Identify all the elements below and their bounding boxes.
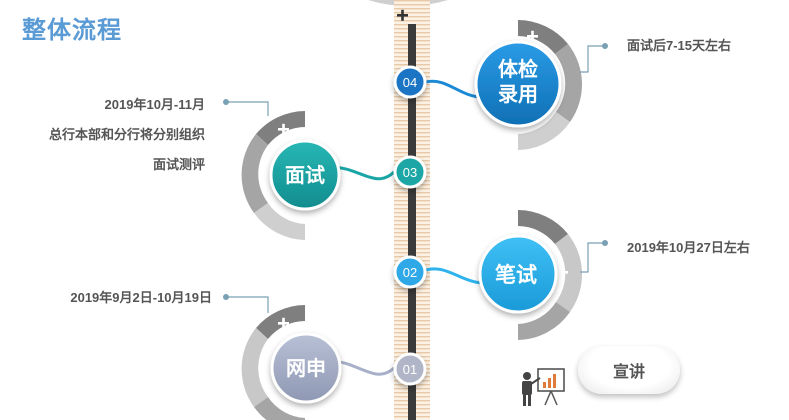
- note-line: 面试后7-15天左右: [627, 38, 732, 53]
- stage-04: 体检 录用 04: [393, 20, 608, 150]
- stage-circle-02: [478, 234, 558, 314]
- arc-segment-04-c: [518, 112, 570, 150]
- stage-02-note: 2019年10月27日左右: [627, 233, 750, 263]
- timeline-node-04[interactable]: [393, 65, 427, 99]
- arc-segment-01-c: [254, 397, 305, 420]
- timeline-node-03[interactable]: [393, 155, 427, 189]
- stage-circle-03: [269, 139, 341, 211]
- stage-label-04-line1: 体检: [498, 57, 538, 81]
- stage-01: 网申 01: [223, 294, 427, 420]
- plus-icon: [527, 30, 538, 42]
- timeline-node-label-03: 03: [403, 165, 417, 180]
- timeline-top-plus-icon: [397, 9, 408, 21]
- callout-dot-01: [223, 294, 229, 300]
- timeline-node-01[interactable]: [393, 352, 427, 386]
- stage-label-01: 网申: [286, 356, 326, 380]
- callout-line-01: [228, 296, 269, 313]
- stage-04-note: 面试后7-15天左右: [627, 31, 731, 61]
- stage-label-02: 笔试: [495, 263, 537, 287]
- timeline-node-label-02: 02: [403, 265, 417, 280]
- note-line: 2019年10月-11月: [104, 97, 205, 112]
- plus-icon: [278, 317, 289, 329]
- callout-line-03: [228, 101, 269, 116]
- callout-dot-03: [223, 99, 229, 105]
- stage-03-note: 2019年10月-11月 总行本部和分行将分别组织 面试测评: [10, 90, 205, 180]
- stage-03: 面试 03: [223, 99, 427, 240]
- presenter-icon: [522, 368, 565, 406]
- callout-bubble[interactable]: 宣讲: [578, 346, 680, 394]
- note-line: 2019年9月2日-10月19日: [70, 290, 212, 305]
- arc-segment-02-a: [518, 210, 568, 244]
- timeline-node-02[interactable]: [393, 255, 427, 289]
- stage-01-note: 2019年9月2日-10月19日: [10, 283, 212, 313]
- plus-icon: [557, 266, 568, 278]
- arc-segment-04-a: [518, 20, 568, 54]
- stage-label-04-line2: 录用: [498, 84, 538, 106]
- arc-segment-02-c: [518, 302, 570, 340]
- arc-segment-03-b: [241, 134, 268, 213]
- timeline-node-label-04: 04: [403, 75, 417, 90]
- timeline-track: [408, 24, 416, 420]
- arc-segment-03-c: [254, 203, 305, 240]
- callout-line-04: [580, 45, 603, 73]
- note-line: 总行本部和分行将分别组织: [48, 127, 205, 142]
- callout-line-02: [580, 242, 603, 273]
- page-title: 整体流程: [22, 17, 122, 44]
- stage-circle-01: [270, 332, 342, 404]
- plus-icon: [278, 123, 289, 135]
- note-line: 2019年10月27日左右: [627, 240, 750, 255]
- note-line: 面试测评: [152, 157, 205, 172]
- arc-segment-01-b: [241, 328, 268, 407]
- arc-segment-04-b: [555, 44, 583, 122]
- callout-dot-04: [602, 43, 608, 49]
- stage-02: 笔试 02: [393, 210, 608, 340]
- arc-segment-02-b: [555, 234, 583, 312]
- stage-label-03: 面试: [285, 164, 325, 187]
- timeline-node-label-01: 01: [403, 362, 417, 377]
- stage-circle-04: [474, 40, 562, 128]
- callout-dot-02: [602, 240, 608, 246]
- callout-label: 宣讲: [612, 364, 645, 381]
